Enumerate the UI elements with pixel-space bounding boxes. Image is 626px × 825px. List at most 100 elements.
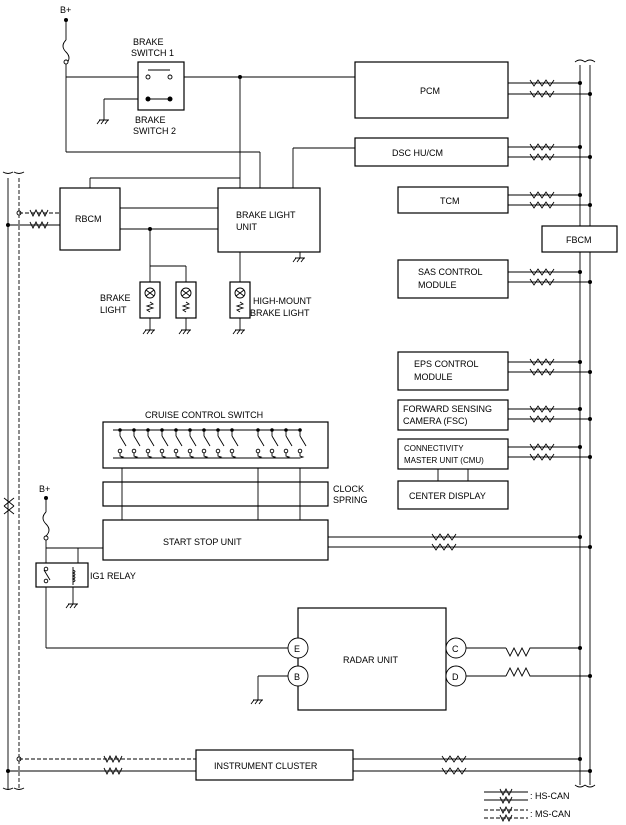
switch-contact-top bbox=[202, 428, 206, 432]
center-display: CENTER DISPLAY bbox=[397, 480, 509, 510]
terminal-c: C bbox=[452, 644, 459, 654]
brake-light-label-b: LIGHT bbox=[100, 305, 127, 315]
switch-contact-bottom bbox=[297, 448, 303, 454]
fsc-label-a: FORWARD SENSING bbox=[403, 404, 492, 414]
switch-blade bbox=[299, 435, 307, 447]
legend-hs-can: : HS-CAN bbox=[530, 791, 570, 801]
switch-contact-bottom bbox=[201, 448, 207, 454]
switch-blade bbox=[161, 435, 169, 447]
rbcm-label: RBCM bbox=[75, 214, 102, 224]
brake-switch2-label-a: BRAKE bbox=[135, 115, 166, 125]
switch-contact-bottom bbox=[215, 448, 221, 454]
twisted-pair-icon bbox=[529, 79, 555, 98]
clock-spring-label-b: SPRING bbox=[333, 495, 368, 505]
eps-control-module: EPS CONTROL MODULE bbox=[397, 351, 592, 391]
switch-contact-bottom bbox=[283, 448, 289, 454]
radar-label: RADAR UNIT bbox=[343, 655, 399, 665]
twisted-pair-icon bbox=[529, 443, 555, 461]
ground-icon bbox=[65, 603, 78, 609]
switch-blade bbox=[257, 435, 265, 447]
switch-blade bbox=[147, 435, 155, 447]
relay-label: IG1 RELAY bbox=[90, 571, 136, 581]
high-mount-label-b: BRAKE LIGHT bbox=[250, 308, 310, 318]
sas-label-b: MODULE bbox=[418, 280, 457, 290]
twisted-pair-icon bbox=[529, 191, 555, 209]
hs-can-right-bus bbox=[574, 59, 596, 788]
clock-spring: CLOCK SPRING bbox=[102, 468, 368, 520]
switch-contact-top bbox=[118, 428, 122, 432]
twisted-pair-icon bbox=[103, 754, 123, 776]
cmu-label-a: CONNECTIVITY bbox=[404, 444, 464, 453]
terminal-d: D bbox=[452, 672, 459, 682]
switch-contact-bottom bbox=[145, 448, 151, 454]
twisted-pair-icon bbox=[529, 268, 555, 286]
twisted-pair-icon bbox=[529, 143, 555, 161]
b-plus-mid-label: B+ bbox=[39, 484, 50, 494]
switch-blade bbox=[175, 435, 183, 447]
clock-spring-label-a: CLOCK bbox=[333, 484, 364, 494]
cruise-control-switch: CRUISE CONTROL SWITCH bbox=[102, 410, 329, 469]
switch-contact-bottom bbox=[131, 448, 137, 454]
twisted-pair-icon bbox=[441, 755, 467, 775]
tcm-module: TCM bbox=[397, 186, 592, 214]
forward-sensing-camera: FORWARD SENSING CAMERA (FSC) bbox=[397, 399, 592, 431]
brake-light-label-a: BRAKE bbox=[100, 293, 131, 303]
cruise-title: CRUISE CONTROL SWITCH bbox=[145, 410, 263, 420]
fbcm-label: FBCM bbox=[566, 235, 592, 245]
twisted-pair-icon bbox=[431, 533, 457, 551]
ground-icon bbox=[250, 699, 263, 705]
ground-icon bbox=[178, 329, 191, 335]
switch-contact-bottom bbox=[159, 448, 165, 454]
switch-contact-bottom bbox=[269, 448, 275, 454]
legend: : HS-CAN : MS-CAN bbox=[484, 787, 571, 823]
terminal-b: B bbox=[294, 672, 300, 682]
fsc-label-b: CAMERA (FSC) bbox=[403, 416, 468, 426]
switch-contact-top bbox=[146, 428, 150, 432]
switch-contact-top bbox=[132, 428, 136, 432]
brake-light-unit: BRAKE LIGHT UNIT bbox=[120, 187, 321, 284]
switch-blade bbox=[203, 435, 211, 447]
fuse-icon bbox=[42, 511, 50, 537]
switch-blade bbox=[231, 435, 239, 447]
twisted-pair-icon bbox=[29, 208, 49, 230]
sas-control-module: SAS CONTROL MODULE bbox=[397, 259, 592, 299]
switch-contact-bottom bbox=[187, 448, 193, 454]
switch-blade bbox=[271, 435, 279, 447]
blu-label-a: BRAKE LIGHT bbox=[236, 210, 296, 220]
ms-can-left-bus bbox=[2, 171, 25, 790]
brake-switch1-label-b: SWITCH 1 bbox=[131, 48, 174, 58]
start-stop-unit: START STOP UNIT bbox=[102, 519, 592, 561]
switch-contact-top bbox=[174, 428, 178, 432]
brake-switch: BRAKE SWITCH 1 BRAKE SWITCH 2 bbox=[96, 37, 355, 188]
tcm-label: TCM bbox=[440, 196, 460, 206]
switch-contact-top bbox=[160, 428, 164, 432]
ground-icon bbox=[96, 119, 109, 125]
legend-ms-can: : MS-CAN bbox=[530, 809, 571, 819]
switch-contact-top bbox=[270, 428, 274, 432]
start-stop-label: START STOP UNIT bbox=[163, 537, 242, 547]
ground-icon bbox=[142, 329, 155, 335]
switch-contact-bottom bbox=[229, 448, 235, 454]
eps-label-b: MODULE bbox=[414, 372, 453, 382]
center-display-label: CENTER DISPLAY bbox=[409, 491, 486, 501]
eps-label-a: EPS CONTROL bbox=[414, 359, 479, 369]
switch-contact-top bbox=[188, 428, 192, 432]
rbcm-module: RBCM bbox=[8, 177, 240, 251]
twisted-pair-icon bbox=[529, 358, 555, 376]
ground-icon bbox=[292, 257, 305, 263]
cmu-label-b: MASTER UNIT (CMU) bbox=[404, 456, 484, 465]
fuse-icon bbox=[62, 39, 70, 65]
b-plus-top-label: B+ bbox=[60, 5, 71, 15]
instrument-cluster: INSTRUMENT CLUSTER bbox=[8, 749, 592, 781]
pcm-label: PCM bbox=[420, 86, 440, 96]
ground-icon bbox=[232, 329, 245, 335]
switch-blade bbox=[285, 435, 293, 447]
switch-blade bbox=[189, 435, 197, 447]
connectivity-master-unit: CONNECTIVITY MASTER UNIT (CMU) bbox=[397, 438, 592, 481]
blu-label-b: UNIT bbox=[236, 222, 257, 232]
switch-contact-bottom bbox=[117, 448, 123, 454]
switch-contact-bottom bbox=[255, 448, 261, 454]
brake-lights: BRAKE LIGHT HIGH-MOUNT BRAKE LIGHT bbox=[100, 281, 312, 335]
switch-contact-top bbox=[256, 428, 260, 432]
